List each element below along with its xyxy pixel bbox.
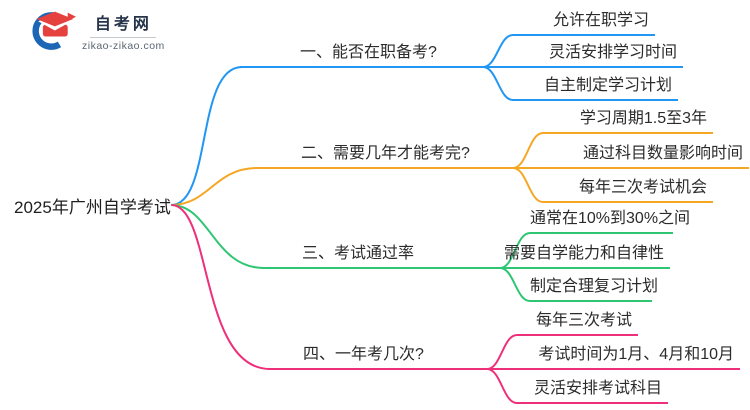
- branch-3-label: 三、考试通过率: [262, 241, 500, 269]
- branch-1-child-3-link: [482, 66, 514, 101]
- branch-4-child-3-link: [486, 368, 518, 404]
- branch-3-child-2: 需要自学能力和自律性: [500, 242, 670, 269]
- branch-1-label: 一、能否在职备考?: [240, 40, 483, 68]
- branch-1-child-1: 允许在职学习: [513, 9, 655, 36]
- branch-4-label: 四、一年考几次?: [268, 342, 487, 370]
- graduation-cap-icon: [32, 11, 76, 50]
- branch-4-child-2: 考试时间为1月、4月和10月: [487, 343, 740, 370]
- branch-3-child-3-link: [499, 267, 531, 302]
- branch-2-child-3: 每年三次考试机会: [543, 176, 713, 203]
- branch-3-root-link: [171, 204, 265, 269]
- logo-text: 自考网 zikao-zikao.com: [82, 10, 165, 52]
- site-logo: 自考网 zikao-zikao.com: [30, 8, 165, 54]
- branch-1-root-link: [171, 66, 243, 206]
- site-url: zikao-zikao.com: [82, 40, 165, 52]
- branch-1-child-2: 灵活安排学习时间: [483, 41, 683, 68]
- branch-4-child-3: 灵活安排考试科目: [517, 377, 668, 404]
- branch-3-child-3: 制定合理复习计划: [530, 275, 658, 302]
- branch-2-label: 二、需要几年才能考完?: [256, 141, 513, 169]
- branch-1-child-3: 自主制定学习计划: [513, 74, 678, 101]
- branch-4-root-link: [171, 204, 271, 370]
- logo-divider: [90, 37, 157, 38]
- branch-2-child-1-link: [512, 132, 544, 169]
- root-topic: 2025年广州自学考试: [14, 198, 171, 217]
- branch-4-child-1: 每年三次考试: [517, 309, 638, 336]
- branch-3-child-1-link: [499, 232, 531, 269]
- site-name: 自考网: [94, 16, 152, 33]
- branch-2-child-2: 通过科目数量影响时间: [513, 142, 749, 169]
- branch-2-root-link: [171, 167, 259, 206]
- branch-2-child-3-link: [512, 167, 544, 203]
- branch-2-child-1: 学习周期1.5至3年: [543, 107, 713, 134]
- branch-3-child-1: 通常在10%到30%之间: [530, 207, 690, 234]
